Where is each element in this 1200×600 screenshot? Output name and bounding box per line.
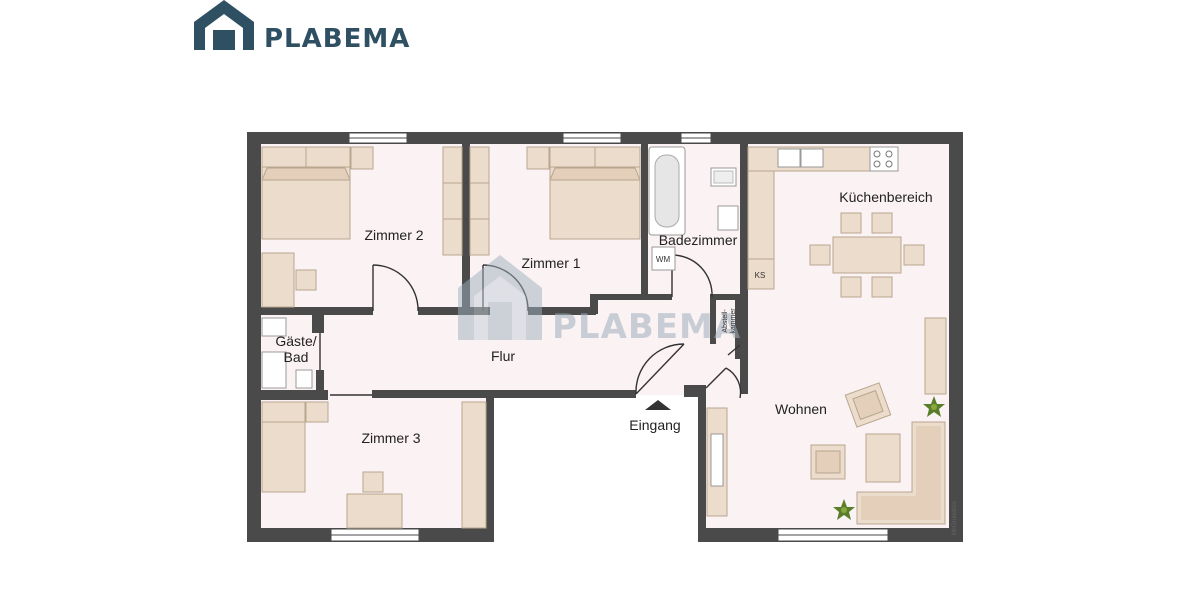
- windows: [330, 132, 889, 542]
- bed-zimmer2: [261, 146, 351, 240]
- label-fridge: KS: [755, 271, 766, 280]
- house-logo-icon: [458, 255, 542, 340]
- guest-shower: [261, 351, 287, 389]
- credit-label: McGrundriss: [952, 501, 958, 535]
- chair-zimmer3: [362, 471, 384, 493]
- brand-logo: PLABEMA: [194, 0, 410, 54]
- furniture: [261, 146, 947, 529]
- stove: [869, 146, 899, 172]
- label-kuechenbereich: Küchenbereich: [839, 189, 932, 205]
- label-gaeste-line2: Bad: [284, 349, 309, 365]
- living-shelf: [924, 317, 947, 395]
- wardrobe-zimmer1: [469, 146, 490, 256]
- plant-icon: [833, 499, 855, 520]
- kitchen-sink: [777, 148, 801, 168]
- label-eingang: Eingang: [629, 417, 680, 433]
- guest-toilet: [295, 369, 313, 389]
- nightstand: [526, 146, 550, 170]
- washing-machine: [651, 246, 676, 271]
- desk-zimmer2: [261, 252, 295, 308]
- dining-set: [809, 212, 925, 298]
- label-wohnen: Wohnen: [775, 401, 827, 417]
- watermark-text: PLABEMA: [552, 307, 741, 347]
- nightstand: [350, 146, 374, 170]
- guest-sink: [261, 317, 287, 337]
- bed-zimmer1: [549, 146, 641, 240]
- house-logo-icon: [194, 0, 254, 50]
- label-flur: Flur: [491, 348, 515, 364]
- label-zimmer3: Zimmer 3: [361, 430, 420, 446]
- nightstand: [305, 401, 329, 423]
- label-washing-machine: WM: [656, 255, 671, 264]
- wardrobe-zimmer3: [461, 401, 487, 529]
- tv: [710, 433, 724, 487]
- coffee-table: [865, 433, 901, 483]
- armchair: [844, 382, 892, 428]
- label-abstellkammer-line2: kammer: [730, 308, 737, 334]
- label-zimmer1: Zimmer 1: [521, 255, 580, 271]
- label-badezimmer: Badezimmer: [659, 232, 738, 248]
- plant-icon: [923, 396, 945, 417]
- entrance-arrow-icon: [645, 400, 671, 410]
- room-labels: Zimmer 2 Zimmer 1 Badezimmer Küchenberei…: [275, 189, 958, 535]
- chair-zimmer2: [295, 269, 317, 291]
- label-gaeste-line1: Gäste/: [275, 333, 316, 349]
- label-zimmer2: Zimmer 2: [364, 227, 423, 243]
- brand-name: PLABEMA: [264, 24, 410, 54]
- wardrobe-zimmer2: [442, 146, 463, 256]
- watermark: PLABEMA: [458, 255, 741, 347]
- bath-toilet: [717, 205, 739, 231]
- fridge: [747, 258, 775, 290]
- desk-zimmer3: [346, 493, 403, 529]
- armchair: [810, 444, 846, 480]
- bathtub-inner: [654, 154, 680, 228]
- label-abstellkammer-line1: Abstell-: [722, 309, 729, 333]
